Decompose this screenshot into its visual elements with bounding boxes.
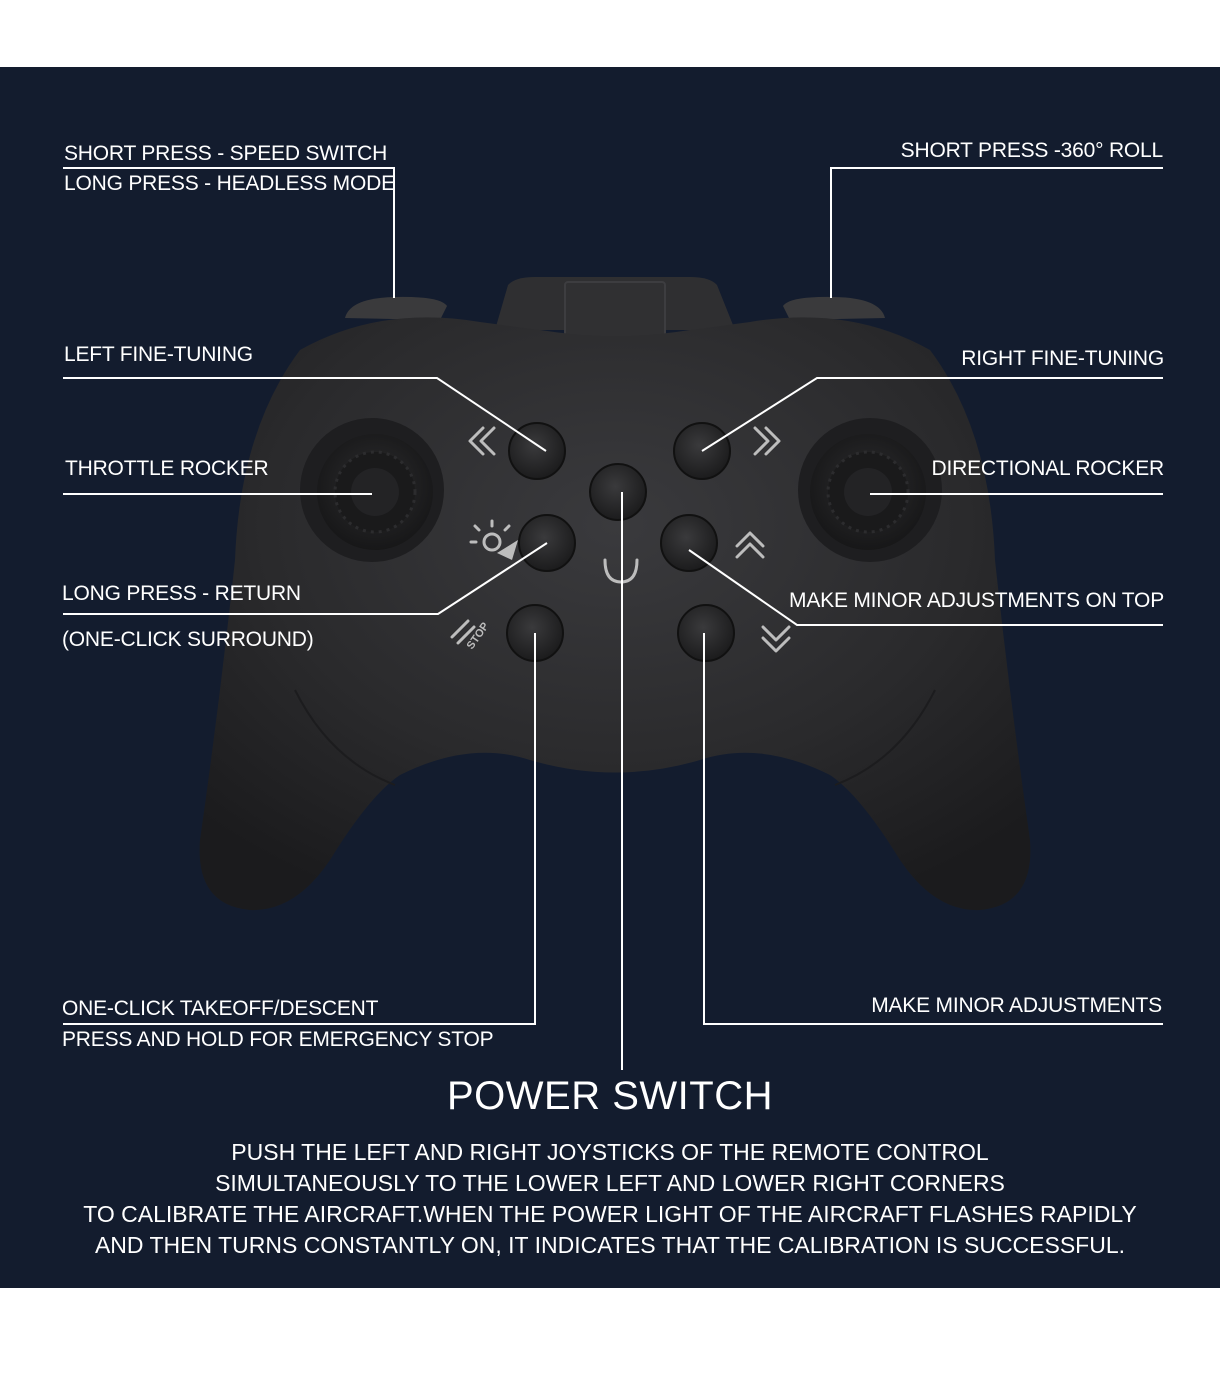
right-bumper[interactable] — [783, 296, 885, 320]
note-line: PUSH THE LEFT AND RIGHT JOYSTICKS OF THE… — [231, 1139, 989, 1165]
right-joystick[interactable] — [798, 418, 942, 562]
leader-roll — [830, 167, 1163, 298]
double-chevron-left-icon — [468, 426, 496, 456]
label-emergency-stop: PRESS AND HOLD FOR EMERGENCY STOP — [62, 1028, 494, 1051]
calibration-note: PUSH THE LEFT AND RIGHT JOYSTICKS OF THE… — [0, 1137, 1220, 1261]
left-bumper[interactable] — [345, 296, 447, 320]
label-directional-rocker: DIRECTIONAL ROCKER — [931, 457, 1165, 480]
label-surround: (ONE-CLICK SURROUND) — [62, 628, 314, 651]
label-left-fine-tuning: LEFT FINE-TUNING — [64, 343, 253, 366]
power-switch-title: POWER SWITCH — [447, 1074, 773, 1118]
double-chevron-up-icon — [735, 531, 765, 559]
label-throttle-rocker: THROTTLE ROCKER — [65, 457, 269, 480]
left-joystick[interactable] — [300, 418, 444, 562]
leader-right-fine-tuning — [701, 377, 1163, 452]
label-adjust-top: MAKE MINOR ADJUSTMENTS ON TOP — [789, 589, 1164, 612]
shoulder-bumpers — [345, 296, 885, 320]
label-right-fine-tuning: RIGHT FINE-TUNING — [961, 347, 1164, 370]
button-left-fine-tuning[interactable] — [508, 422, 566, 480]
leader-adjust — [703, 633, 1163, 1025]
label-speed-switch: SHORT PRESS - SPEED SWITCH — [64, 142, 388, 165]
double-chevron-down-icon — [761, 625, 791, 653]
label-adjust: MAKE MINOR ADJUSTMENTS — [871, 994, 1162, 1017]
button-adjust-top[interactable] — [660, 514, 718, 572]
leader-takeoff — [63, 633, 536, 1025]
note-line: AND THEN TURNS CONSTANTLY ON, IT INDICAT… — [94, 1232, 1126, 1258]
leader-adjust-top — [688, 549, 1163, 626]
note-line: TO CALIBRATE THE AIRCRAFT.WHEN THE POWER… — [83, 1201, 1137, 1227]
leader-left-fine-tuning — [63, 377, 547, 452]
label-roll: SHORT PRESS -360° ROLL — [900, 139, 1164, 162]
double-chevron-right-icon — [753, 426, 781, 456]
label-takeoff: ONE-CLICK TAKEOFF/DESCENT — [62, 997, 379, 1020]
label-headless-mode: LONG PRESS - HEADLESS MODE — [64, 172, 395, 195]
return-arrows-icon — [450, 619, 476, 645]
return-arrow-icon — [497, 540, 518, 560]
label-return: LONG PRESS - RETURN — [62, 582, 301, 605]
button-adjust[interactable] — [677, 604, 735, 662]
left-grip-seam — [294, 689, 396, 786]
right-grip-seam — [834, 689, 936, 786]
note-line: SIMULTANEOUSLY TO THE LOWER LEFT AND LOW… — [215, 1170, 1005, 1196]
leader-speed-switch — [63, 167, 395, 298]
leader-lines — [63, 167, 1163, 1070]
button-power[interactable] — [589, 463, 647, 521]
leader-return — [63, 542, 548, 615]
light-sun-icon — [469, 519, 511, 552]
